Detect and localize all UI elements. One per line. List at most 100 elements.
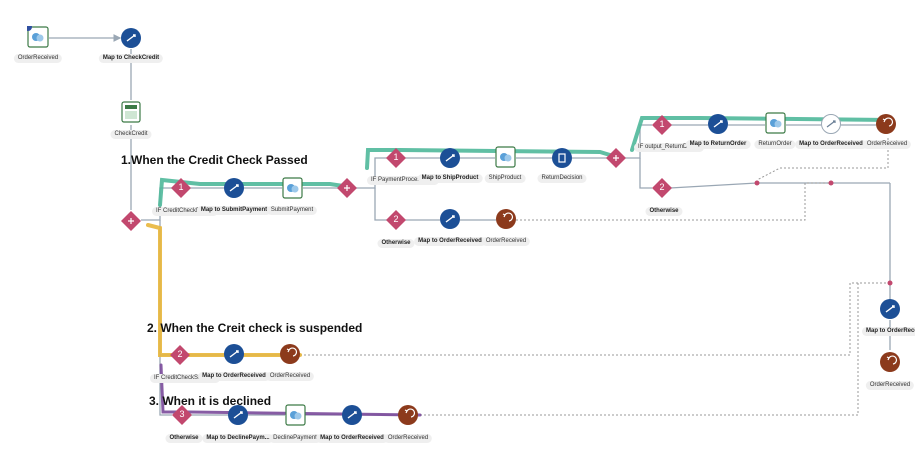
submit-payment-label: SubmitPayment xyxy=(266,206,318,215)
order-received-final-node[interactable] xyxy=(880,352,900,377)
invoke-icon xyxy=(285,404,306,426)
invoke-icon xyxy=(495,146,516,168)
branch-number: 1 xyxy=(659,119,665,129)
map-order-received-payment-node[interactable] xyxy=(440,209,460,234)
map-submit-payment-node[interactable] xyxy=(224,178,244,203)
return-icon xyxy=(496,209,516,229)
switch-icon xyxy=(606,148,626,168)
mapper-icon xyxy=(440,209,460,229)
submit-payment-node[interactable] xyxy=(282,177,303,204)
otherwise-declined-label: Otherwise xyxy=(165,434,203,443)
invoke-icon xyxy=(121,101,141,123)
decline-payment-label: DeclinePayment xyxy=(269,434,321,443)
order-received-top-label: OrderReceived xyxy=(862,140,912,149)
map-order-received-payment-label: Map to OrderReceived xyxy=(414,237,486,246)
mapper-icon xyxy=(224,344,244,364)
credit-switch-node[interactable] xyxy=(121,211,141,236)
return-icon xyxy=(398,405,418,425)
order-received-trigger-label: OrderReceived xyxy=(13,54,63,63)
map-check-credit-label: Map to CheckCredit xyxy=(98,54,164,63)
if-credit-check-suspended-label: IF CreditCheckSuspe... xyxy=(150,374,221,383)
invoke-icon xyxy=(765,112,786,134)
branch-diamond-icon xyxy=(170,345,190,365)
map-decline-payment-node[interactable] xyxy=(228,405,248,430)
branch-payment-otherwise-node[interactable]: 2 xyxy=(386,210,406,235)
return-switch-node[interactable] xyxy=(606,148,626,173)
order-received-declined-node[interactable] xyxy=(398,405,418,430)
annotation-credit-passed: 1.When the Credit Check Passed xyxy=(121,153,308,167)
map-order-received-final-node[interactable] xyxy=(880,299,900,324)
order-received-trigger-node[interactable] xyxy=(24,23,49,53)
branch-diamond-icon xyxy=(652,115,672,135)
map-order-received-suspended-node[interactable] xyxy=(224,344,244,369)
branch-diamond-icon xyxy=(171,178,191,198)
if-payment-processed-label: IF PaymentProcessed... xyxy=(367,176,440,185)
ship-product-node[interactable] xyxy=(495,146,516,173)
map-return-order-label: Map to ReturnOrder xyxy=(685,140,751,149)
branch-return-otherwise-node[interactable]: 2 xyxy=(652,178,672,203)
order-received-declined-label: OrderReceived xyxy=(383,434,433,443)
check-credit-label: CheckCredit xyxy=(110,130,152,139)
mapper-icon xyxy=(121,28,141,48)
map-ship-product-node[interactable] xyxy=(440,148,460,173)
map-ship-product-label: Map to ShipProduct xyxy=(417,174,483,183)
branch-number: 2 xyxy=(659,182,665,192)
if-credit-check-passed-label: IF CreditCheckPass... xyxy=(152,207,219,216)
branch-number: 1 xyxy=(393,152,399,162)
switch-icon xyxy=(337,178,357,198)
invoke-icon xyxy=(282,177,303,199)
annotation-credit-suspended: 2. When the Creit check is suspended xyxy=(147,321,363,335)
decline-payment-node[interactable] xyxy=(285,404,306,431)
return-decision-node[interactable] xyxy=(552,148,572,173)
ship-product-label: ShipProduct xyxy=(484,174,526,183)
merge-dots xyxy=(754,180,893,286)
branch-diamond-icon xyxy=(386,210,406,230)
order-received-payment-node[interactable] xyxy=(496,209,516,234)
order-received-suspended-label: OrderReceived xyxy=(265,372,315,381)
return-icon xyxy=(880,352,900,372)
mapper-icon xyxy=(228,405,248,425)
map-order-received-top-label: Map to OrderReceived xyxy=(795,140,867,149)
map-check-credit-node[interactable] xyxy=(121,28,141,53)
mapper-icon xyxy=(342,405,362,425)
map-order-received-top-node[interactable] xyxy=(821,114,841,139)
mapper-outline-icon xyxy=(821,114,841,134)
annotation-credit-declined: 3. When it is declined xyxy=(149,394,272,408)
map-order-received-declined-label: Map to OrderReceived xyxy=(316,434,388,443)
map-order-received-suspended-label: Map to OrderReceived xyxy=(198,372,270,381)
mapper-icon xyxy=(708,114,728,134)
branch-diamond-icon xyxy=(652,178,672,198)
branch-credit-passed-node[interactable]: 1 xyxy=(171,178,191,203)
map-decline-payment-label: Map to DeclinePaym... xyxy=(202,434,274,443)
otherwise-return-label: Otherwise xyxy=(645,207,683,216)
map-submit-payment-label: Map to SubmitPayment xyxy=(196,206,272,215)
branch-credit-suspended-node[interactable]: 2 xyxy=(170,345,190,370)
dashed-connectors xyxy=(300,138,890,416)
mapper-icon xyxy=(440,148,460,168)
switch-icon xyxy=(121,211,141,231)
branch-number: 3 xyxy=(179,409,185,419)
branch-payment-processed-node[interactable]: 1 xyxy=(386,148,406,173)
branch-diamond-icon xyxy=(386,148,406,168)
return-icon xyxy=(280,344,300,364)
branch-return-output-node[interactable]: 1 xyxy=(652,115,672,140)
map-return-order-node[interactable] xyxy=(708,114,728,139)
branch-number: 2 xyxy=(177,349,183,359)
branch-credit-declined-node[interactable]: 3 xyxy=(172,405,192,430)
return-order-label: ReturnOrder xyxy=(754,140,796,149)
order-received-suspended-node[interactable] xyxy=(280,344,300,369)
otherwise-payment-label: Otherwise xyxy=(377,239,415,248)
branch-number: 2 xyxy=(393,214,399,224)
check-credit-node[interactable] xyxy=(121,101,141,128)
mapper-icon xyxy=(224,178,244,198)
map-order-received-declined-node[interactable] xyxy=(342,405,362,430)
order-received-payment-label: OrderReceived xyxy=(481,237,531,246)
payment-switch-node[interactable] xyxy=(337,178,357,203)
branch-diamond-icon xyxy=(172,405,192,425)
return-icon xyxy=(876,114,896,134)
order-received-final-label: OrderReceived xyxy=(865,381,915,390)
order-received-top-node[interactable] xyxy=(876,114,896,139)
return-order-node[interactable] xyxy=(765,112,786,139)
rest-trigger-icon xyxy=(24,23,49,48)
